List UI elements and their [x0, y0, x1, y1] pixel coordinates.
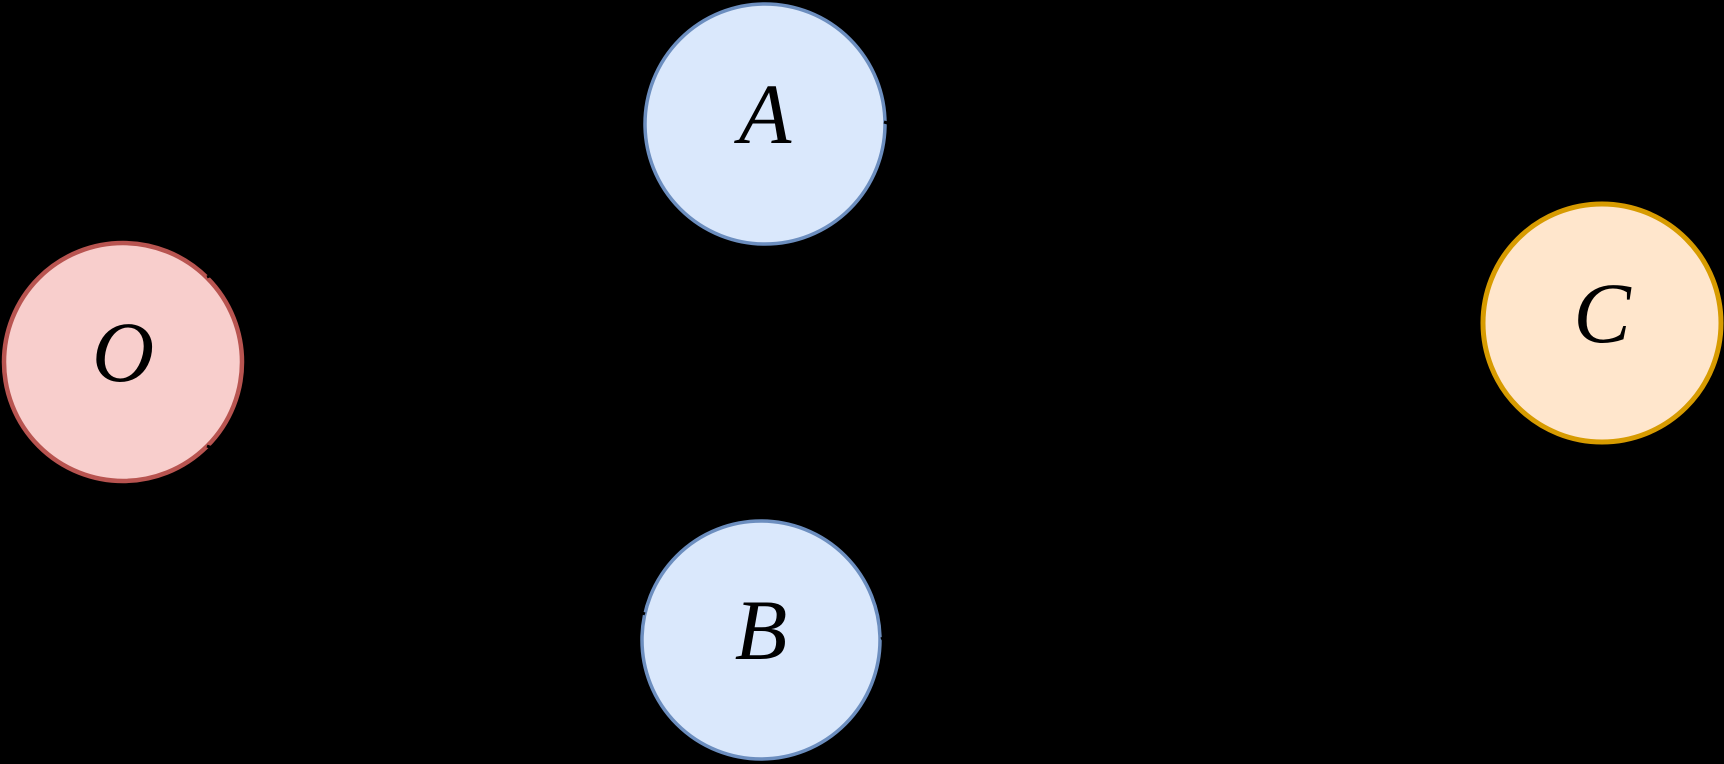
edge-a-c	[883, 120, 1561, 312]
node-circle-a	[643, 2, 887, 246]
edge-b-c	[880, 338, 1561, 641]
node-circle-o	[1, 240, 245, 484]
node-circle-c	[1480, 201, 1724, 445]
edges-layer	[206, 120, 1561, 641]
node-label-c: C	[1573, 265, 1632, 361]
nodes-above-edges-layer	[1480, 201, 1724, 445]
edge-o-b	[206, 444, 646, 616]
edge-o-a	[206, 121, 643, 279]
node-labels-layer: O A B C	[92, 66, 1632, 678]
node-label-b: B	[735, 582, 788, 678]
node-circle-b	[640, 519, 882, 761]
node-label-a: A	[734, 66, 792, 162]
nodes-below-edges-layer	[1, 2, 887, 761]
node-label-o: O	[92, 304, 154, 400]
